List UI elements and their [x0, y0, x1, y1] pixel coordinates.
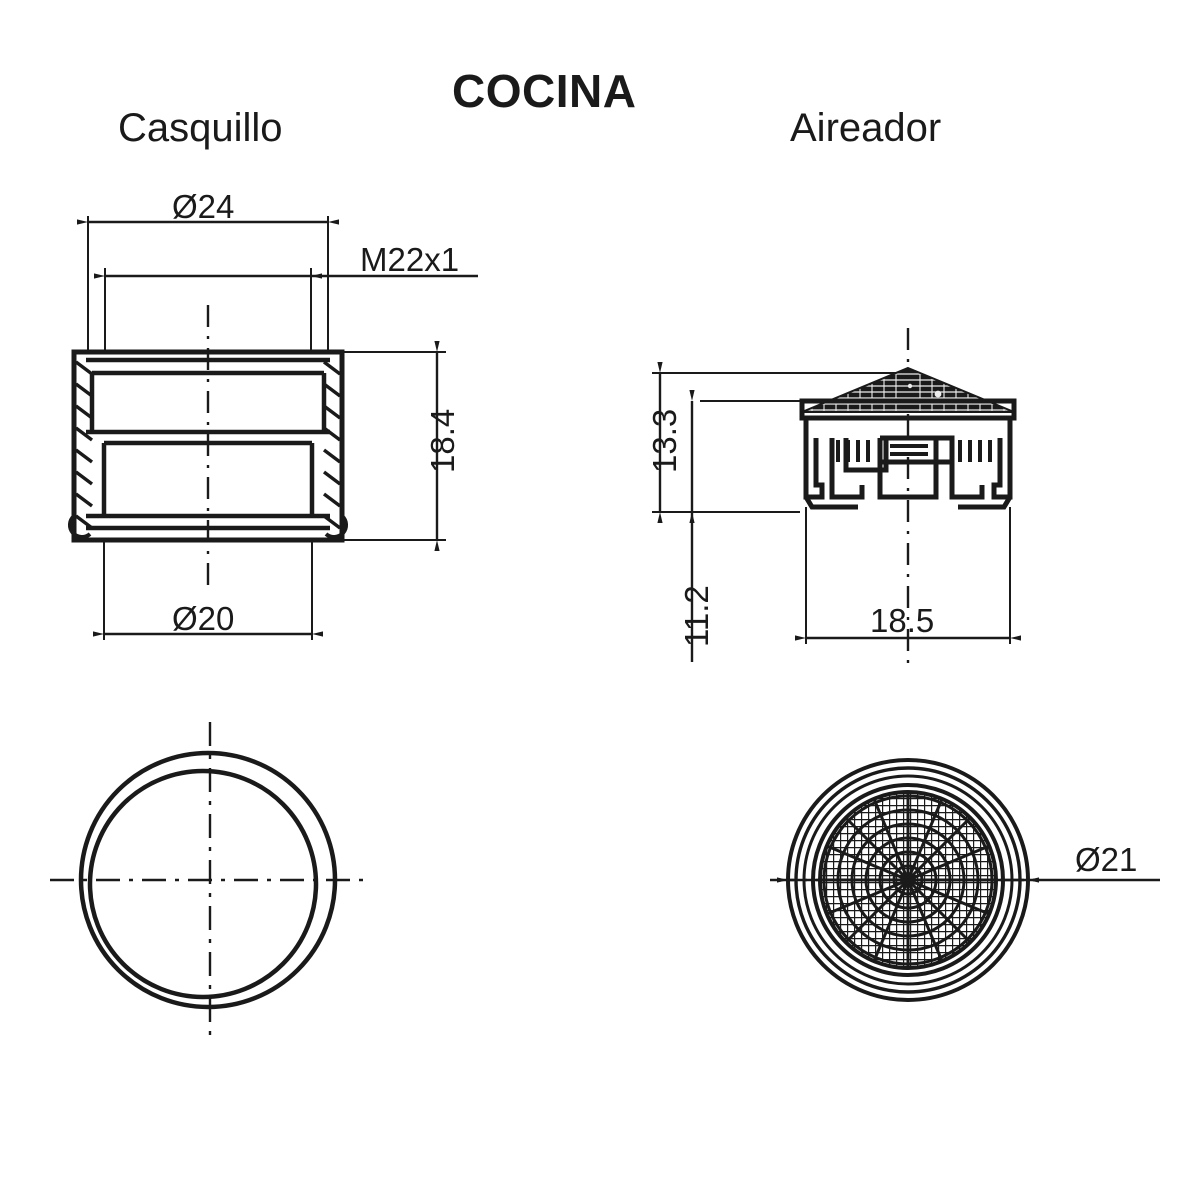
- casquillo-outer-circle: [78, 750, 338, 1010]
- dimension-line-d20: [93, 540, 323, 640]
- page-title: COCINA: [452, 65, 637, 117]
- dimension-label-18-5: 18.5: [870, 602, 935, 639]
- casquillo-top-view: [50, 722, 372, 1040]
- aireador-cap-band: [799, 398, 1017, 421]
- casquillo-corner-radius: [67, 514, 349, 540]
- casquillo-thread-hatch-left: [74, 360, 94, 530]
- aireador-top-view: [770, 758, 1160, 1002]
- casquillo-thread-hatch-right: [322, 360, 342, 530]
- casquillo-inner-circle: [87, 768, 319, 1000]
- dimension-line-11-2: [689, 390, 804, 662]
- part-label-casquillo: Casquillo: [118, 106, 283, 150]
- part-label-aireador: Aireador: [790, 106, 942, 150]
- dimension-label-d24: Ø24: [172, 188, 235, 225]
- dimension-label-d20: Ø20: [172, 600, 235, 637]
- dimension-label-13-3: 13.3: [646, 408, 683, 473]
- dimension-label-11-2: 11.2: [678, 585, 715, 647]
- dimension-line-18-4: [342, 341, 446, 551]
- aireador-mesh-cone: [801, 366, 1015, 413]
- casquillo-extension-lines: [87, 216, 329, 352]
- casquillo-internal-features: [86, 357, 330, 531]
- dimension-label-d21: Ø21: [1075, 841, 1138, 878]
- dimension-line-13-3: [652, 362, 912, 523]
- dimension-line-18-5: [795, 507, 1021, 644]
- dimension-label-m22x1: M22x1: [360, 241, 460, 278]
- dimension-label-18-4: 18.4: [424, 408, 461, 473]
- casquillo-top-centerlines: [50, 722, 372, 1040]
- casquillo-side-view: [67, 216, 478, 640]
- aireador-prong-slots: [836, 440, 992, 462]
